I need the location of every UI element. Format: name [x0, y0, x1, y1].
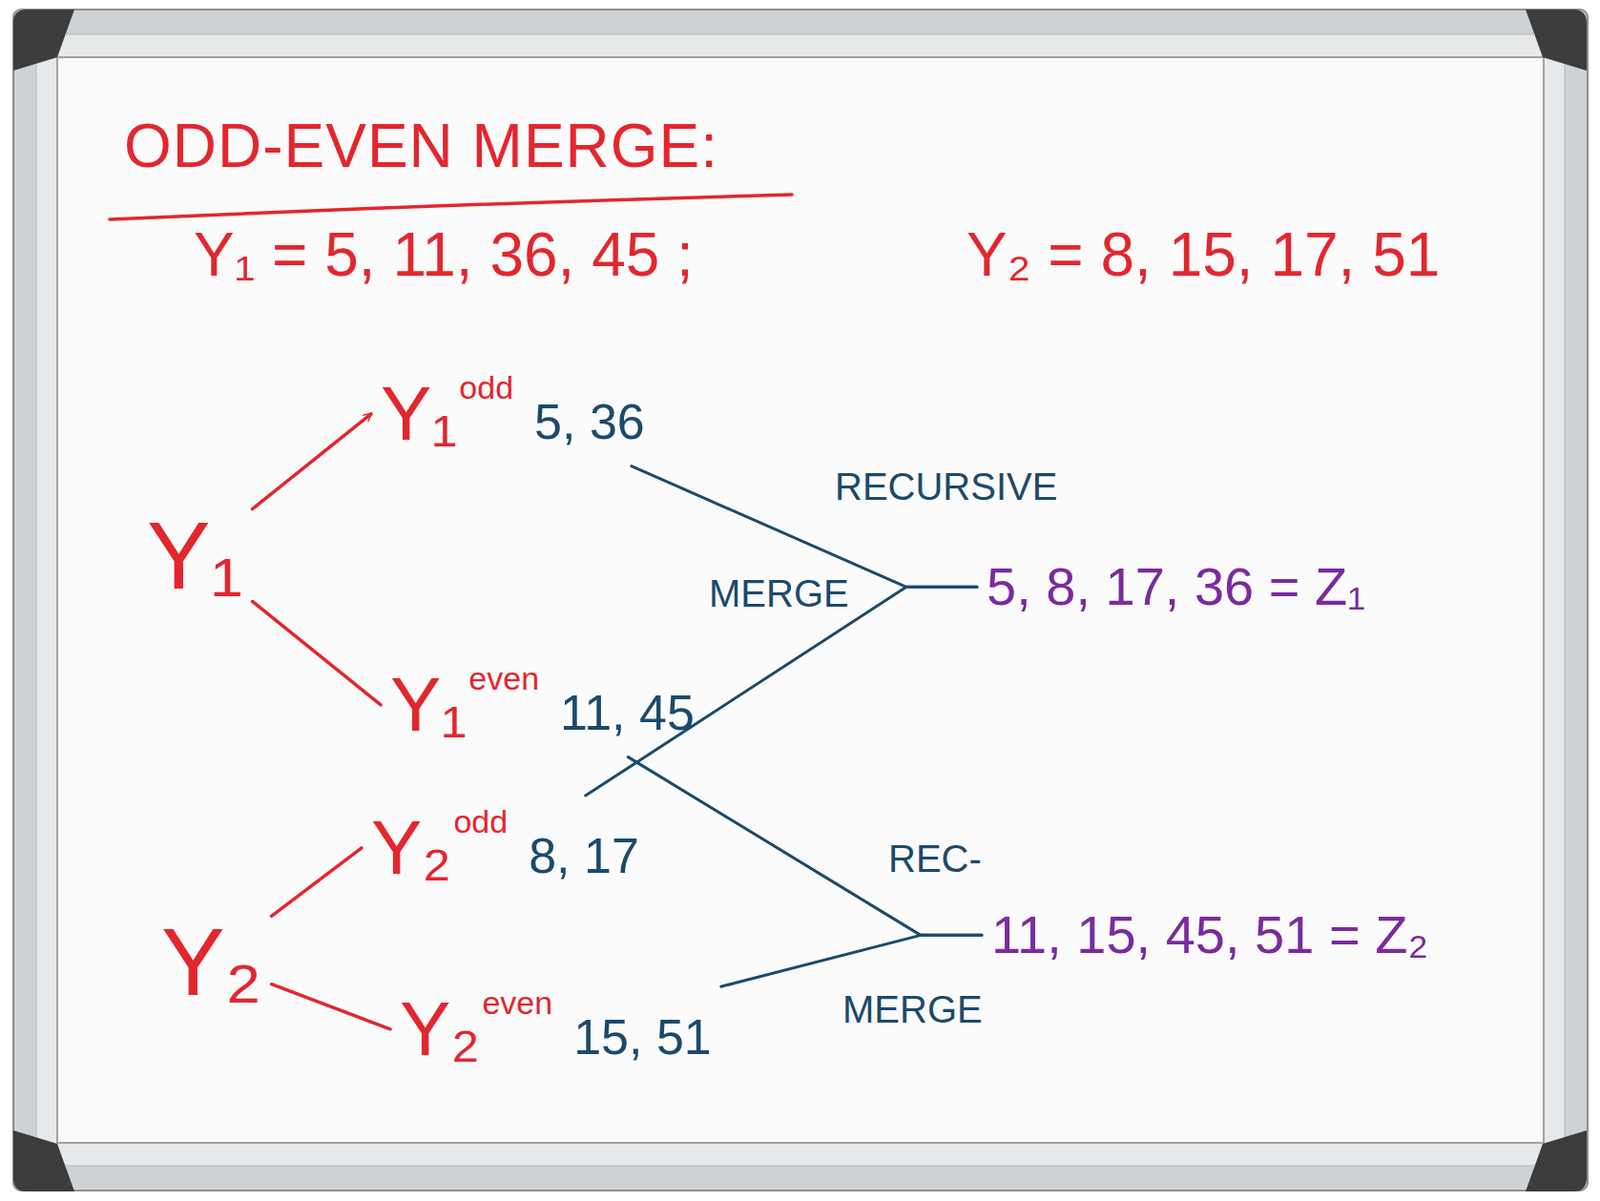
board-frame — [13, 9, 1588, 1191]
sequence-values: 8, 17 — [528, 828, 640, 884]
sequence-values: 15, 51 — [573, 1009, 712, 1065]
board-surface — [57, 57, 1544, 1143]
frame-inner — [36, 34, 1565, 1166]
sequence-name: Y₂ — [399, 986, 480, 1073]
input-sequence: Y₁ — [143, 498, 247, 613]
subsequence: Y₁odd 5, 36 — [376, 367, 649, 461]
sequence-name: Y₁ — [390, 662, 467, 749]
frame-corner — [1525, 1130, 1587, 1192]
merge-note: MERGE — [706, 572, 852, 616]
sequence-values: 5, 36 — [534, 394, 645, 450]
part-superscript: even — [481, 984, 553, 1021]
label-wrap: MERGE — [706, 572, 852, 616]
merged-result: 11, 15, 45, 51 = Z₂ — [991, 905, 1429, 966]
part-superscript: odd — [453, 803, 508, 840]
subsequence: Y₁even 11, 45 — [386, 658, 699, 752]
merge-note: MERGE — [839, 988, 986, 1032]
subsequence: Y₂odd 8, 17 — [367, 801, 644, 895]
label-wrap: Y₁ = 5, 11, 36, 45 ; — [190, 221, 697, 291]
sequence-name: Y₂ — [371, 805, 452, 892]
frame-corner — [1525, 9, 1587, 71]
connector-line — [721, 935, 982, 987]
frame-corner — [13, 9, 75, 71]
subsequence: Y₂even 15, 51 — [395, 982, 716, 1077]
sequence-name: Y₂ — [161, 908, 263, 1016]
merge-result: 11, 15, 45, 51 = Z₂ — [987, 901, 1433, 970]
label-wrap: MERGE — [839, 988, 986, 1032]
title-wrap: ODD-EVEN MERGE: — [124, 112, 719, 182]
merge-result: 5, 8, 17, 36 = Z₁ — [982, 553, 1370, 622]
part-superscript: odd — [458, 369, 514, 406]
input-sequence: Y₂ — [157, 904, 267, 1019]
merge-note: RECURSIVE — [831, 465, 1060, 509]
connector-line — [251, 601, 381, 705]
merge-note: REC- — [885, 837, 985, 881]
label-wrap: RECURSIVE — [831, 465, 1060, 509]
sequence-name: Y₁ — [146, 501, 243, 609]
connector-line — [271, 848, 362, 917]
sequence-name: Y₁ — [380, 371, 458, 458]
title-underline — [109, 194, 792, 220]
sequence-text: Y₂ = 8, 15, 17, 51 — [963, 221, 1443, 291]
sequence-text: Y₁ = 5, 11, 36, 45 ; — [190, 221, 697, 291]
label-wrap: REC- — [885, 837, 985, 881]
title-text: ODD-EVEN MERGE: — [124, 111, 719, 181]
frame-corner — [13, 1130, 75, 1192]
merged-result: 5, 8, 17, 36 = Z₁ — [986, 557, 1366, 618]
part-superscript: even — [468, 660, 540, 697]
connector-line — [271, 984, 391, 1030]
sequence-values: 11, 45 — [560, 685, 695, 741]
label-wrap: Y₂ = 8, 15, 17, 51 — [963, 221, 1443, 291]
connector-line — [251, 414, 372, 510]
